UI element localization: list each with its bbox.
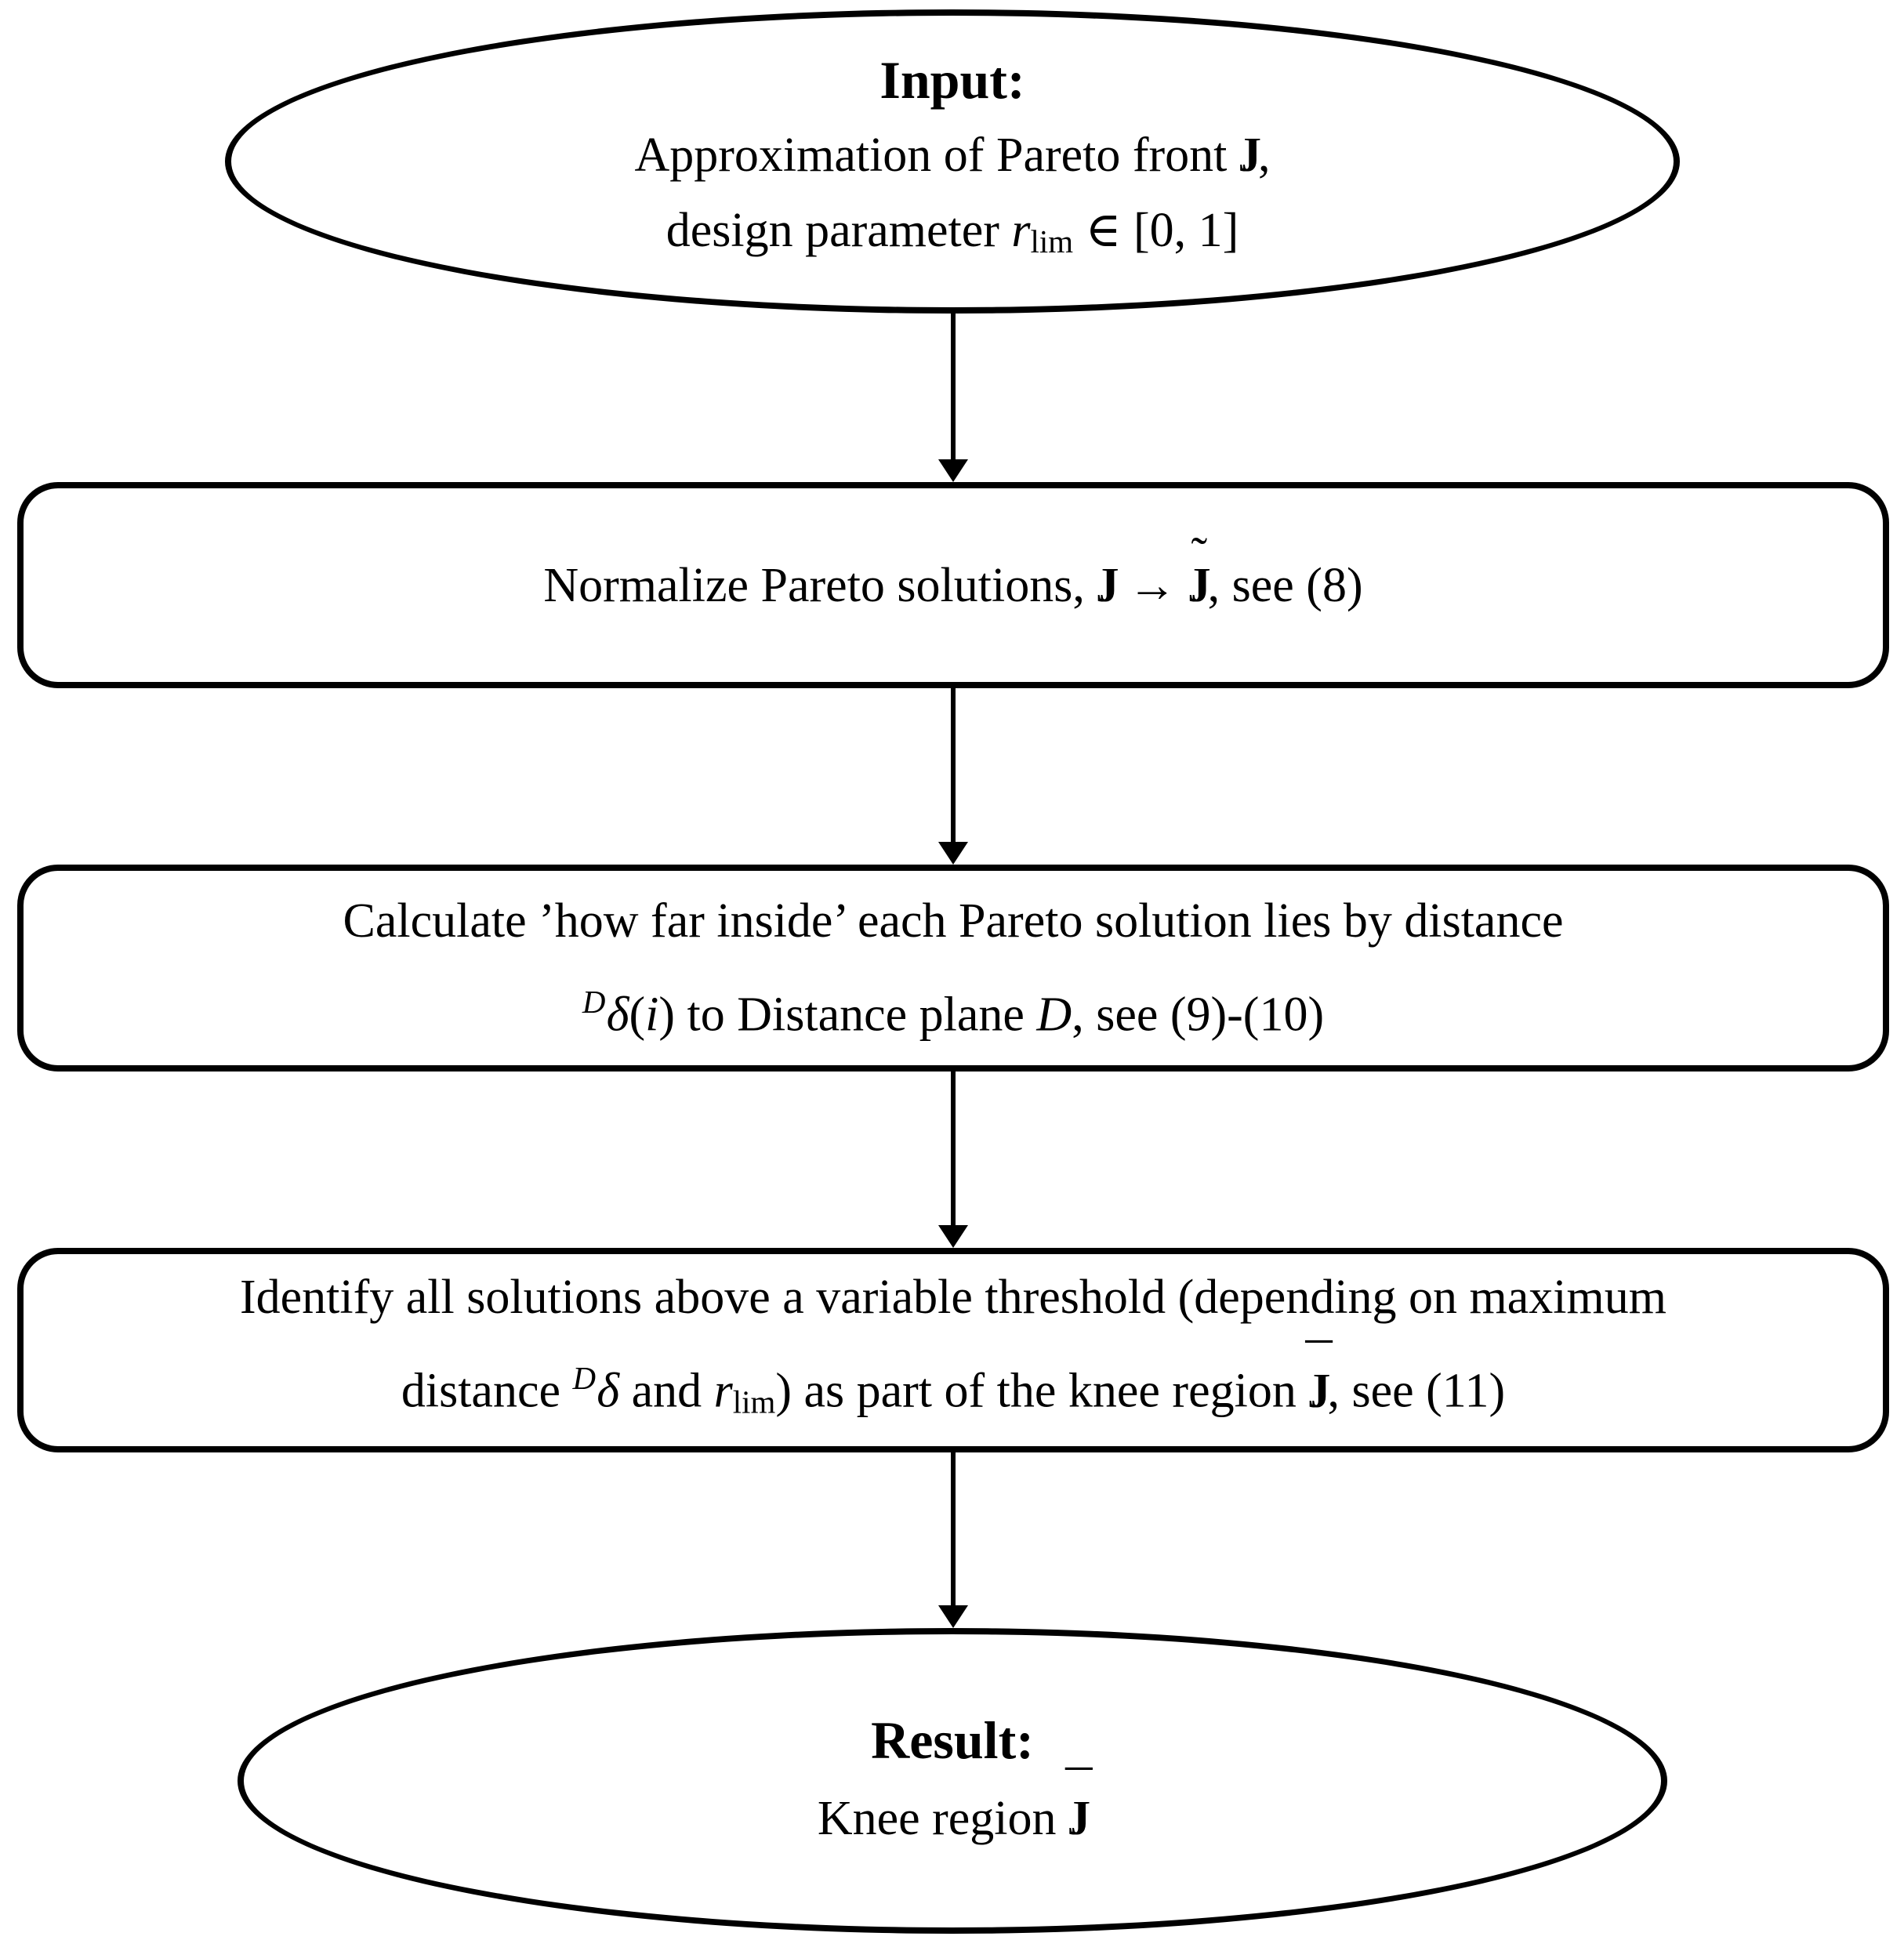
text-run: ) to Distance plane xyxy=(658,988,1037,1042)
text-run: J xyxy=(1239,129,1259,183)
calculate-line-2: Dδ(i) to Distance plane D, see (9)-(10) xyxy=(582,962,1324,1056)
arrow-head-icon xyxy=(938,842,968,865)
text-run: distance xyxy=(401,1364,573,1418)
arrow-head-icon xyxy=(938,1225,968,1248)
identify-node: Identify all solutions above a variable … xyxy=(17,1248,1889,1452)
arrow-right-symbol: → xyxy=(1115,558,1189,612)
text-run: , see (11) xyxy=(1327,1364,1506,1418)
flow-arrow-1 xyxy=(938,314,968,482)
arrow-shaft xyxy=(951,1072,956,1225)
delta-symbol: δ xyxy=(597,1364,620,1418)
script-D-symbol: D xyxy=(1036,988,1072,1042)
text-run: J xyxy=(1097,558,1116,612)
bar-accent: ¯ xyxy=(1305,1332,1333,1392)
script-D-superscript: D xyxy=(572,1361,597,1397)
input-title: Input: xyxy=(879,50,1025,111)
arrow-head-icon xyxy=(938,459,968,482)
script-D-superscript: D xyxy=(582,985,606,1021)
text-run: J xyxy=(1071,1792,1090,1845)
text-run: J xyxy=(1242,129,1261,183)
text-run: ) as part of the knee region xyxy=(775,1364,1309,1418)
text-run: J xyxy=(1191,558,1211,612)
text-run: J xyxy=(1308,1364,1328,1418)
i-symbol: i xyxy=(645,988,659,1042)
text-run: J xyxy=(1188,558,1208,612)
text-run: J xyxy=(1068,1792,1088,1845)
text-run: J xyxy=(1311,1364,1331,1418)
delta-symbol: δ xyxy=(606,988,629,1042)
text-run: Approximation of Pareto front xyxy=(634,129,1239,183)
input-line-2: design parameter rlim ∈ [0, 1] xyxy=(666,193,1239,280)
text-run: design parameter xyxy=(665,204,1012,258)
calculate-line-1: Calculate ’how far inside’ each Pareto s… xyxy=(343,894,1564,948)
arrow-shaft xyxy=(951,1452,956,1605)
lim-subscript: lim xyxy=(732,1384,776,1420)
text-run: ∈ [0, 1] xyxy=(1073,204,1239,258)
text-run: , xyxy=(1258,129,1271,183)
text-run: , see (9)-(10) xyxy=(1072,988,1325,1042)
calculate-node: Calculate ’how far inside’ each Pareto s… xyxy=(17,865,1889,1072)
text-run: J xyxy=(1100,558,1119,612)
tilde-accent: ˜ xyxy=(1191,528,1208,582)
text-run: and xyxy=(619,1364,714,1418)
arrow-shaft xyxy=(951,314,956,459)
bar-accent: ¯ xyxy=(1065,1759,1093,1819)
text-run: Normalize Pareto solutions, xyxy=(543,558,1097,612)
flow-arrow-3 xyxy=(938,1072,968,1248)
text-run: Knee region xyxy=(817,1792,1069,1845)
arrow-head-icon xyxy=(938,1605,968,1628)
lim-subscript: lim xyxy=(1030,224,1074,260)
arrow-shaft xyxy=(951,688,956,842)
flow-arrow-4 xyxy=(938,1452,968,1628)
result-title: Result: xyxy=(871,1710,1034,1770)
text-run: , see (8) xyxy=(1207,558,1363,612)
r-symbol: r xyxy=(713,1364,733,1418)
identify-line-1: Identify all solutions above a variable … xyxy=(240,1271,1666,1325)
flow-arrow-2 xyxy=(938,688,968,865)
r-symbol: r xyxy=(1011,204,1031,258)
identify-line-2: distance Dδ and rlim) as part of the kne… xyxy=(401,1335,1506,1444)
text-run: ( xyxy=(629,988,646,1042)
